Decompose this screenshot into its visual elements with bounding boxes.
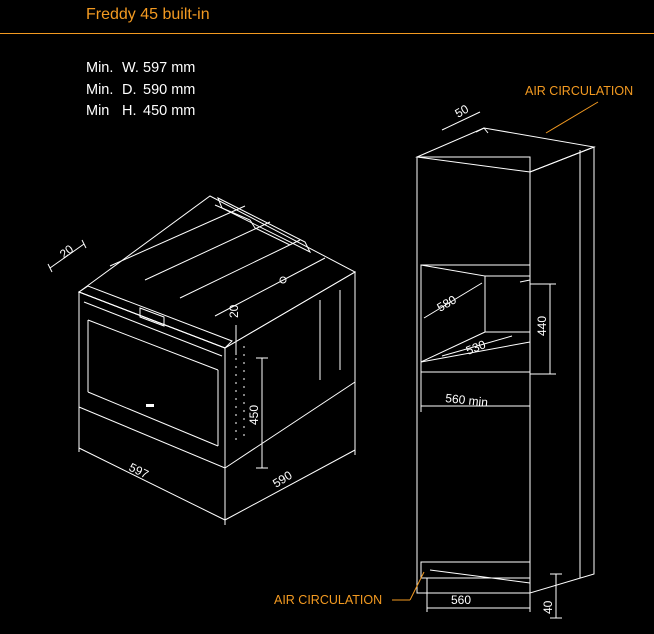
oven-top-rail [179, 239, 301, 299]
dim-top-depth-label: 20 [57, 242, 76, 261]
dim-niche-inner-line [441, 335, 513, 357]
dim-niche-width-label: 560 min [445, 391, 489, 409]
spec-label: Min. [86, 81, 114, 98]
oven-top-rail [214, 257, 326, 317]
spec-label: Min [86, 103, 110, 119]
cabinet-niche-edge [519, 279, 531, 283]
cabinet-niche-opening [420, 264, 531, 373]
dim-top-depth-line [49, 243, 85, 269]
spec-label: Min. [86, 60, 114, 76]
spec-key: H. [122, 103, 137, 119]
dim-tick [47, 263, 53, 273]
dim-width-line [78, 447, 226, 521]
dim-niche-depth-line [423, 282, 483, 319]
dim-top-line [441, 111, 481, 131]
dim-width-label: 597 [127, 460, 151, 482]
oven-top-vent-slot [217, 196, 312, 254]
spec-min-height: Min H. 450 mm [86, 101, 195, 123]
cabinet-top-edge [475, 127, 489, 134]
dim-height-label: 450 [247, 405, 261, 425]
spec-list: Min. W.597 mm Min. D. 590 mm Min H. 450 mm [86, 58, 195, 123]
cabinet-top [415, 127, 596, 173]
oven-top-rail [109, 205, 246, 267]
spec-key: W. [122, 60, 139, 76]
cabinet-drawing: 50 AIR CIRCULATION 580 530 440 560 min 5… [274, 84, 633, 619]
title-divider [0, 33, 654, 34]
oven-brand-logo [146, 404, 154, 407]
oven-front-face [78, 291, 226, 469]
cabinet-plinth-opening [420, 561, 531, 579]
oven-control-strip [83, 301, 223, 357]
spec-min-width: Min. W.597 mm [86, 58, 195, 80]
oven-top-vent [214, 204, 291, 246]
oven-front-frame [77, 285, 233, 349]
dim-depth-line [224, 449, 356, 521]
air-circulation-top-label: AIR CIRCULATION [525, 84, 633, 98]
oven-drawing: 20 20 450 597 590 [47, 195, 357, 525]
dim-niche-depth-label: 580 [435, 292, 460, 314]
oven-door-top-edge [87, 319, 219, 371]
dim-top-label: 50 [453, 102, 472, 121]
dim-plinth-height-label: 40 [541, 600, 555, 614]
oven-top-rail [144, 221, 271, 281]
dim-frame-label: 20 [227, 304, 241, 318]
air-circulation-bottom-label: AIR CIRCULATION [274, 593, 382, 607]
spec-value: 590 mm [143, 81, 196, 98]
spec-min-depth: Min. D. 590 mm [86, 80, 195, 102]
cabinet-side [529, 146, 595, 594]
air-top-leader [545, 101, 599, 134]
dim-tick [81, 239, 87, 249]
page-title: Freddy 45 built-in [86, 6, 210, 23]
spec-key: D. [122, 81, 137, 98]
cabinet-plinth-line [429, 569, 531, 584]
spec-value: 450 mm [143, 103, 196, 119]
oven-door-bottom-edge [87, 391, 219, 447]
cabinet-front [416, 156, 531, 594]
spec-value: 597 mm [143, 60, 196, 76]
dim-depth-label: 590 [270, 468, 295, 491]
dim-niche-height-label: 440 [535, 316, 549, 336]
oven-display [139, 307, 165, 327]
oven-top-hole [279, 276, 287, 284]
cabinet-niche-floor [420, 341, 531, 363]
dim-plinth-width-label: 560 [451, 593, 471, 607]
air-bottom-leader [409, 571, 425, 601]
